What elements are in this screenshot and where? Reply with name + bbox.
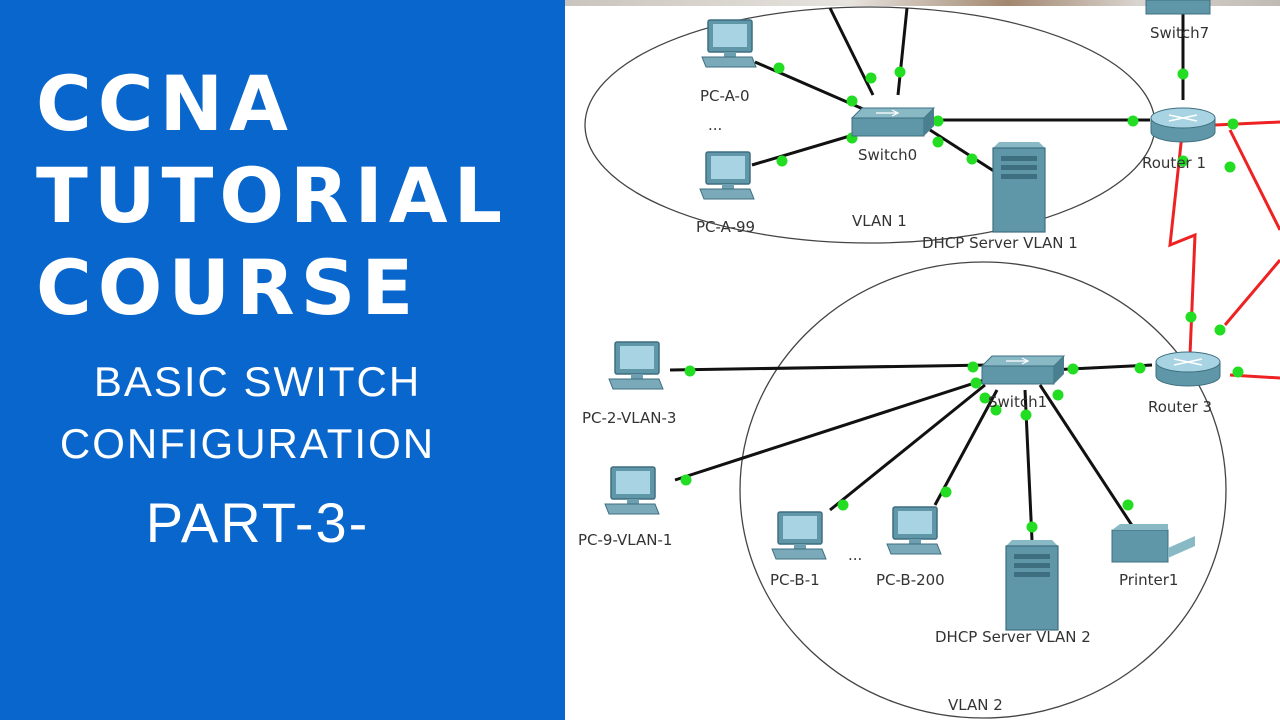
network-topology-diagram: PC-A-0 ... PC-A-99 Switch0 VLAN 1 DHCP S… (578, 0, 1280, 719)
label-vlan1: VLAN 1 (852, 212, 907, 230)
subtitle-part: PART-3- (145, 491, 370, 554)
pc-a-99-icon[interactable] (699, 151, 755, 200)
wan-links (1168, 120, 1280, 380)
printer1-icon[interactable] (1111, 524, 1195, 563)
label-pc-9-vlan-1: PC-9-VLAN-1 (578, 531, 672, 549)
subtitle-configuration: CONFIGURATION (59, 420, 436, 467)
label-vlan1-ellipsis: ... (708, 116, 722, 134)
title-line-1: CCNA (36, 59, 294, 148)
switch0-icon[interactable] (851, 107, 935, 137)
pc-b-200-icon[interactable] (886, 506, 942, 555)
label-pc-b-200: PC-B-200 (876, 571, 945, 589)
title-panel: CCNA TUTORIAL COURSE BASIC SWITCH CONFIG… (0, 0, 565, 720)
label-pc-2-vlan-3: PC-2-VLAN-3 (582, 409, 676, 427)
label-pc-a-0: PC-A-0 (700, 87, 750, 105)
vlan2-boundary (739, 261, 1227, 719)
router1-icon[interactable] (1150, 107, 1216, 143)
lan-links (669, 0, 1185, 541)
dhcp-server-vlan2-icon[interactable] (1005, 539, 1059, 631)
title-line-2: TUTORIAL (36, 151, 509, 240)
label-vlan2-ellipsis: ... (848, 546, 862, 564)
label-dhcp-server-vlan2: DHCP Server VLAN 2 (935, 628, 1091, 646)
label-switch0: Switch0 (858, 146, 917, 164)
label-printer1: Printer1 (1119, 571, 1178, 589)
label-switch1: Switch1 (988, 393, 1047, 411)
label-switch7: Switch7 (1150, 24, 1209, 42)
pc-b-1-icon[interactable] (771, 511, 827, 560)
dhcp-server-vlan1-icon[interactable] (992, 141, 1046, 233)
label-vlan2: VLAN 2 (948, 696, 1003, 714)
pc-2-vlan-3-icon[interactable] (608, 341, 664, 390)
port-indicators (680, 62, 1244, 533)
label-dhcp-server-vlan1: DHCP Server VLAN 1 (922, 234, 1078, 252)
title-line-3: COURSE (36, 243, 420, 332)
pc-9-vlan-1-icon[interactable] (604, 466, 660, 515)
label-router1: Router 1 (1142, 154, 1206, 172)
router3-icon[interactable] (1155, 351, 1221, 387)
label-pc-b-1: PC-B-1 (770, 571, 820, 589)
background-photo-strip (565, 0, 1280, 6)
label-pc-a-99: PC-A-99 (696, 218, 755, 236)
pc-a-0-icon[interactable] (701, 19, 757, 68)
label-router3: Router 3 (1148, 398, 1212, 416)
switch1-icon[interactable] (981, 355, 1065, 385)
switch7-icon[interactable] (1145, 0, 1211, 15)
subtitle-basic-switch: BASIC SWITCH (93, 358, 422, 405)
